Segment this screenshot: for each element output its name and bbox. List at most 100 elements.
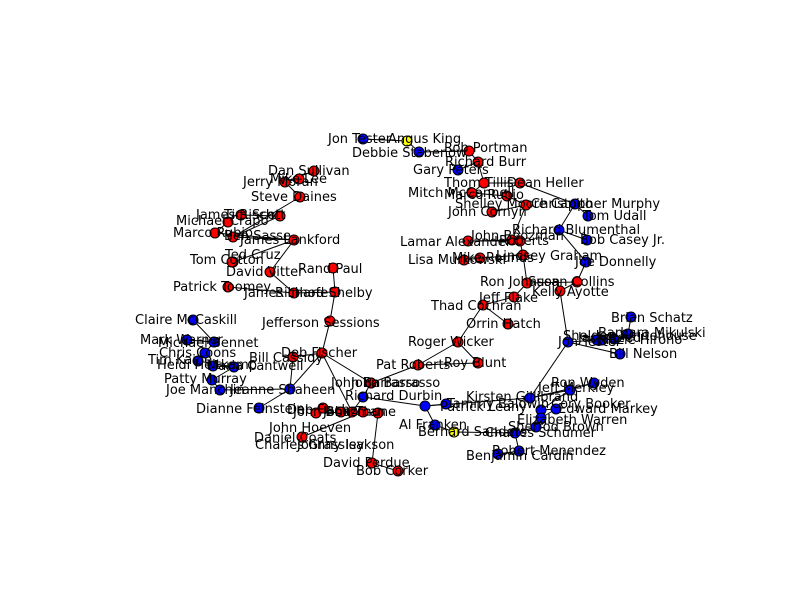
- node-tka[interactable]: [192, 355, 204, 367]
- node-gp[interactable]: [452, 164, 464, 176]
- node-jsn[interactable]: [324, 315, 336, 327]
- node-ewa[interactable]: [535, 412, 547, 424]
- node-tsc[interactable]: [274, 210, 286, 222]
- node-cgr[interactable]: [357, 406, 369, 418]
- node-label-dco: Daniel Coats: [254, 431, 337, 446]
- node-rme[interactable]: [513, 445, 525, 457]
- node-rj[interactable]: [521, 277, 533, 289]
- node-ss[interactable]: [413, 146, 425, 158]
- node-mrb[interactable]: [209, 227, 221, 239]
- node-dpe[interactable]: [366, 457, 378, 469]
- node-tt[interactable]: [478, 177, 490, 189]
- node-afr[interactable]: [429, 419, 441, 431]
- node-jmo[interactable]: [279, 176, 291, 188]
- node-ds[interactable]: [308, 165, 320, 177]
- node-scl[interactable]: [571, 276, 583, 288]
- node-ji[interactable]: [288, 287, 300, 299]
- node-jl[interactable]: [288, 234, 300, 246]
- node-ema[interactable]: [550, 403, 562, 415]
- node-tba[interactable]: [419, 400, 431, 412]
- node-mcw[interactable]: [228, 361, 240, 373]
- node-rob[interactable]: [514, 235, 526, 247]
- node-tc[interactable]: [477, 299, 489, 311]
- node-bsa[interactable]: [448, 426, 460, 438]
- node-pr[interactable]: [412, 359, 424, 371]
- node-rdu[interactable]: [357, 391, 369, 403]
- node-cco[interactable]: [199, 347, 211, 359]
- node-label-ds: Dan Sullivan: [268, 164, 350, 179]
- node-cmc[interactable]: [187, 314, 199, 326]
- node-jf[interactable]: [508, 291, 520, 303]
- node-jth[interactable]: [346, 406, 358, 418]
- node-lm[interactable]: [458, 254, 470, 266]
- node-bca[interactable]: [287, 351, 299, 363]
- node-label-mbe: Michael Bennet: [158, 336, 258, 351]
- node-bmi[interactable]: [622, 328, 634, 340]
- node-rp[interactable]: [463, 145, 475, 157]
- node-pm[interactable]: [206, 374, 218, 386]
- node-hh[interactable]: [207, 360, 219, 372]
- node-rsh[interactable]: [329, 286, 341, 298]
- node-cm[interactable]: [569, 198, 581, 210]
- node-rb[interactable]: [472, 156, 484, 168]
- node-jc[interactable]: [486, 206, 498, 218]
- node-rbl2[interactable]: [472, 357, 484, 369]
- node-ak[interactable]: [401, 135, 413, 147]
- node-mr[interactable]: [501, 190, 513, 202]
- node-rbl[interactable]: [553, 224, 565, 236]
- node-sb[interactable]: [520, 199, 532, 211]
- node-kgi[interactable]: [524, 392, 536, 404]
- node-jd[interactable]: [580, 256, 592, 268]
- node-label-hh: Heidi Heitkamp: [157, 358, 257, 373]
- node-rw[interactable]: [452, 336, 464, 348]
- node-bcr[interactable]: [492, 448, 504, 460]
- node-jt[interactable]: [357, 133, 369, 145]
- node-jma[interactable]: [214, 384, 226, 396]
- node-sbr[interactable]: [530, 421, 542, 433]
- node-tco[interactable]: [226, 256, 238, 268]
- node-ka[interactable]: [554, 285, 566, 297]
- node-jsh[interactable]: [284, 383, 296, 395]
- node-label-jt: Jon Tester: [327, 132, 392, 147]
- node-oh[interactable]: [502, 318, 514, 330]
- node-bco[interactable]: [392, 465, 404, 477]
- node-bs[interactable]: [227, 231, 239, 243]
- node-dh[interactable]: [514, 177, 526, 189]
- node-mi[interactable]: [293, 173, 305, 185]
- node-bne[interactable]: [614, 348, 626, 360]
- node-jme[interactable]: [564, 384, 576, 396]
- node-swh[interactable]: [562, 336, 574, 348]
- node-jba[interactable]: [365, 377, 377, 389]
- node-bc[interactable]: [581, 234, 593, 246]
- node-rwy[interactable]: [588, 377, 600, 389]
- nodes-layer: [181, 133, 637, 477]
- node-ptm[interactable]: [222, 281, 234, 293]
- node-la[interactable]: [462, 235, 474, 247]
- edge-df-jsh: [289, 352, 323, 390]
- node-mhi[interactable]: [596, 334, 608, 346]
- node-csc[interactable]: [509, 427, 521, 439]
- node-label-tka: Tim Kaine: [147, 353, 212, 368]
- node-pl[interactable]: [440, 398, 452, 410]
- node-rpa[interactable]: [327, 262, 339, 274]
- node-mcr[interactable]: [222, 216, 234, 228]
- node-bfi[interactable]: [317, 402, 329, 414]
- node-dfe[interactable]: [253, 402, 265, 414]
- node-jis[interactable]: [372, 407, 384, 419]
- node-jre[interactable]: [608, 333, 620, 345]
- node-df[interactable]: [316, 347, 328, 359]
- node-mc[interactable]: [466, 187, 478, 199]
- node-sd[interactable]: [294, 191, 306, 203]
- node-jbn[interactable]: [335, 406, 347, 418]
- node-lg[interactable]: [517, 249, 529, 261]
- node-dv[interactable]: [264, 266, 276, 278]
- node-tu[interactable]: [582, 210, 594, 222]
- node-label-dh: Dean Heller: [507, 176, 584, 191]
- node-mw[interactable]: [181, 334, 193, 346]
- node-jri[interactable]: [235, 209, 247, 221]
- node-mra[interactable]: [474, 252, 486, 264]
- node-mbe[interactable]: [208, 336, 220, 348]
- node-bsc[interactable]: [625, 311, 637, 323]
- node-dco[interactable]: [296, 431, 308, 443]
- node-label-jth: John Thune: [322, 405, 396, 420]
